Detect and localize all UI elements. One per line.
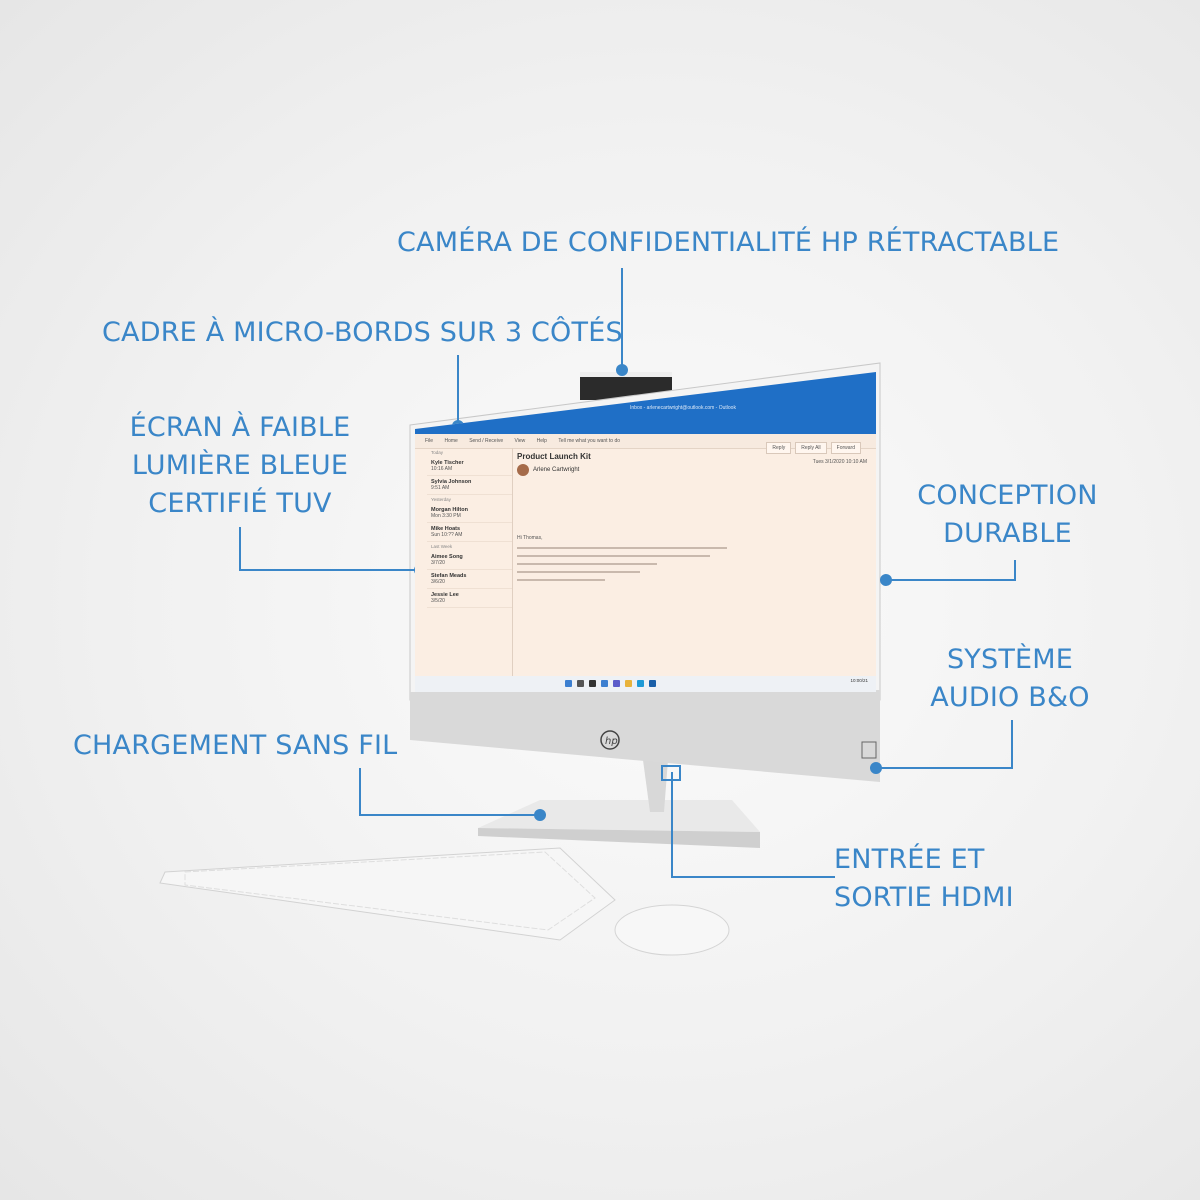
- menu-help[interactable]: Help: [536, 438, 547, 444]
- widgets-icon[interactable]: [601, 680, 608, 687]
- bo-logo: [861, 741, 877, 759]
- body-line: [517, 571, 640, 573]
- label-wireless-charging: CHARGEMENT SANS FIL: [73, 730, 398, 761]
- label-micro-edge-bezel: CADRE À MICRO-BORDS SUR 3 CÔTÉS: [102, 317, 623, 348]
- outlook-icon[interactable]: [649, 680, 656, 687]
- reply-all-button[interactable]: Reply All: [795, 442, 827, 454]
- stand-base: [478, 800, 760, 832]
- group-today: Today: [431, 450, 444, 455]
- clock: 10:00/21: [850, 678, 868, 683]
- avatar: [517, 464, 529, 476]
- body-line: [517, 563, 657, 565]
- message-greeting: Hi Thomas,: [517, 535, 543, 541]
- message-date: Tues 3/1/2020 10:10 AM: [812, 459, 867, 465]
- search-icon[interactable]: [577, 680, 584, 687]
- menu-view[interactable]: View: [514, 438, 526, 444]
- menu-send-receive[interactable]: Send / Receive: [469, 438, 504, 444]
- menu-file[interactable]: File: [425, 438, 434, 444]
- body-line: [517, 579, 605, 581]
- callout-lines: [239, 268, 1016, 878]
- menu-home[interactable]: Home: [444, 438, 458, 444]
- outlook-ribbon: File Home Send / Receive View Help Tell …: [415, 434, 876, 449]
- forward-button[interactable]: Forward: [830, 442, 861, 454]
- reading-pane: Reply Reply All Forward Product Launch K…: [517, 442, 867, 587]
- chat-icon[interactable]: [613, 680, 620, 687]
- message-sender: Arlene Cartwright: [533, 467, 580, 473]
- task-view-icon[interactable]: [589, 680, 596, 687]
- monitor-chin-speaker: [410, 690, 880, 782]
- label-privacy-camera: CAMÉRA DE CONFIDENTIALITÉ HP RÉTRACTABLE: [397, 227, 1060, 258]
- file-explorer-icon[interactable]: [625, 680, 632, 687]
- tell-me-search[interactable]: Tell me what you want to do: [558, 438, 621, 444]
- start-icon[interactable]: [565, 680, 572, 687]
- group-yesterday: Yesterday: [431, 497, 451, 502]
- message-subject: Product Launch Kit: [517, 452, 591, 461]
- message-actions: Reply Reply All Forward: [766, 442, 861, 454]
- stand-base-front: [478, 828, 760, 848]
- body-line: [517, 555, 710, 557]
- svg-text:hp: hp: [605, 736, 618, 747]
- mouse: [614, 904, 730, 956]
- reply-button[interactable]: Reply: [766, 442, 792, 454]
- group-last-week: Last Week: [431, 544, 453, 549]
- taskbar: 10:00/21: [415, 676, 876, 692]
- keyboard: [159, 847, 616, 941]
- hp-logo: [600, 730, 620, 750]
- body-line: [517, 547, 727, 549]
- monitor-screen: Inbox - arlenecartwright@outlook.com - O…: [415, 372, 876, 692]
- edge-icon[interactable]: [637, 680, 644, 687]
